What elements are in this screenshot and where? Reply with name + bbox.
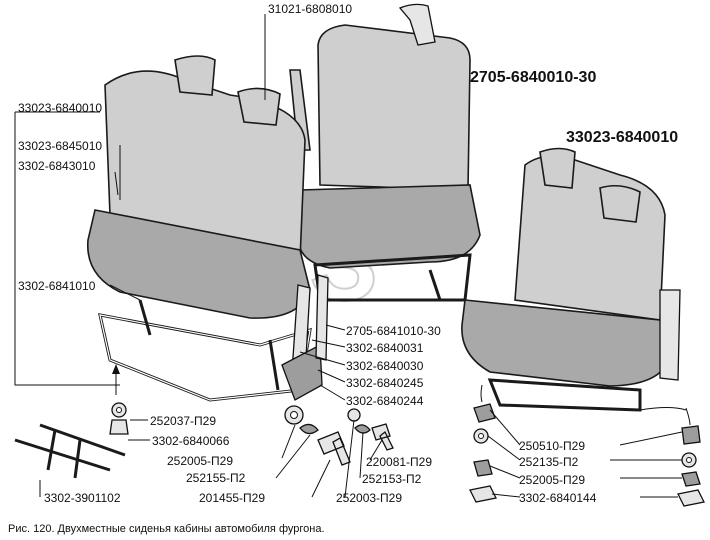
label-right-seat: 33023-6840010 (566, 129, 678, 146)
label-left-seat: 33023-6840010 (18, 101, 102, 115)
bolt-220081 (371, 423, 394, 451)
label-220081: 220081-П29 (366, 455, 432, 469)
label-201455: 201455-П29 (199, 491, 265, 505)
plate-6840144 (469, 485, 497, 503)
rear-seat-illustration (289, 3, 481, 302)
label-252005-left: 252005-П29 (167, 454, 233, 468)
label-252153: 252153-П2 (362, 472, 422, 486)
nut-cap (681, 425, 701, 445)
label-6840245: 3302-6840245 (346, 376, 424, 390)
washer-252003 (347, 408, 361, 422)
part-labels: 31021-6808010 2705-6840010-30 33023-6840… (18, 2, 678, 505)
label-frame-left: 3302-6841010 (18, 279, 96, 293)
label-frame-rear: 2705-6841010-30 (346, 324, 441, 338)
label-6840244: 3302-6840244 (346, 394, 424, 408)
nut-250510 (473, 403, 496, 423)
label-6840031: 3302-6840031 (346, 341, 424, 355)
leader-lines (14, 14, 683, 498)
label-rear-seat: 2705-6840010-30 (470, 69, 596, 86)
spring-washer-252155 (299, 423, 319, 435)
label-headrest-seat: 31021-6808010 (268, 2, 352, 16)
label-252135: 252135-П2 (519, 455, 579, 469)
label-252005-right: 252005-П29 (519, 473, 585, 487)
label-6840144: 3302-6840144 (519, 491, 597, 505)
bolt-201455 (317, 431, 351, 466)
bolt-6840066 (109, 419, 129, 435)
label-6840030: 3302-6840030 (346, 359, 424, 373)
label-252003: 252003-П29 (336, 491, 402, 505)
label-250510: 250510-П29 (519, 439, 585, 453)
label-252037: 252037-П29 (150, 414, 216, 428)
label-252155: 252155-П2 (186, 471, 246, 485)
label-3901102: 3302-3901102 (44, 491, 121, 505)
label-back: 3302-6843010 (18, 159, 96, 173)
label-6840066: 3302-6840066 (152, 434, 230, 448)
spring-washer-252153 (354, 424, 371, 434)
left-seat-illustration (87, 55, 329, 402)
label-cushion: 33023-6845010 (18, 139, 102, 153)
spacer-252005-right (473, 459, 493, 477)
figure-caption: Рис. 120. Двухместные сиденья кабины авт… (8, 523, 325, 535)
rail-3901102 (14, 423, 126, 479)
hardware-parts (14, 364, 705, 507)
right-seat-illustration (461, 147, 681, 412)
